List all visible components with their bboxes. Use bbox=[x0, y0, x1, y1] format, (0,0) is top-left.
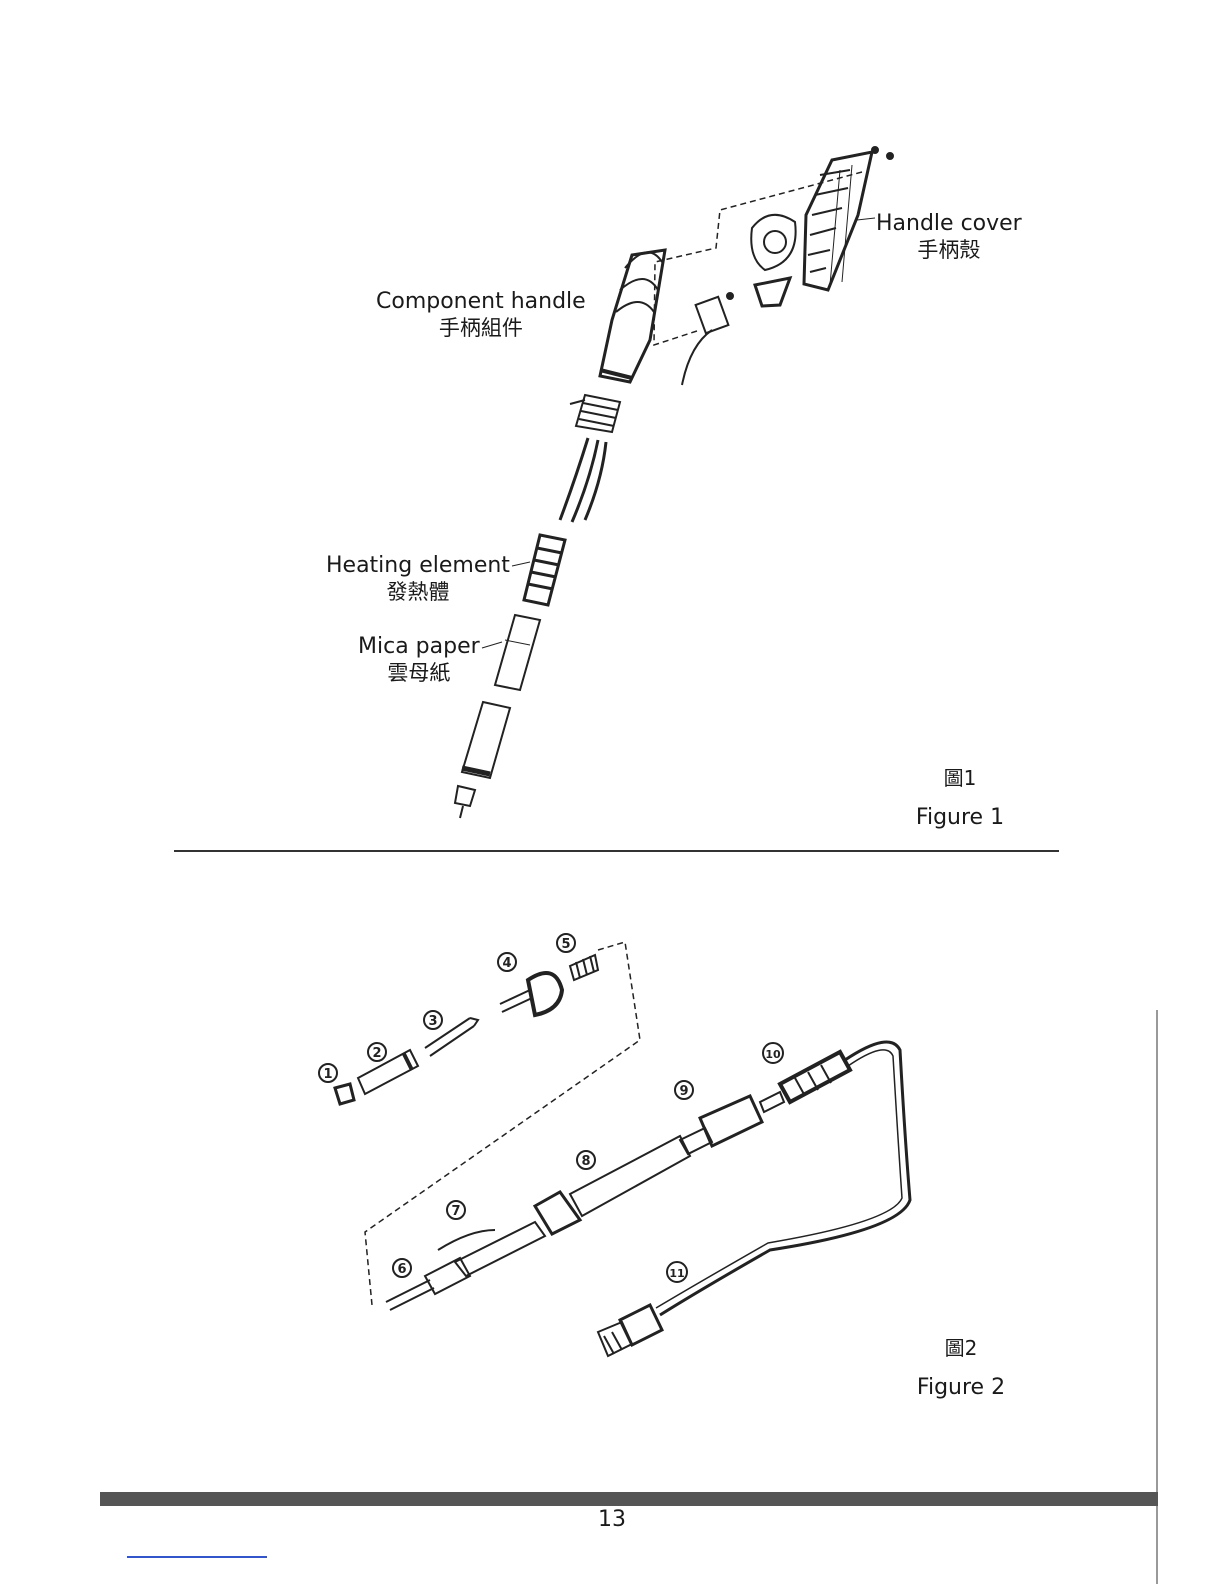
svg-text:2: 2 bbox=[372, 1046, 381, 1061]
tube-and-tip-drawing bbox=[455, 702, 510, 818]
connector-drawing bbox=[598, 1305, 662, 1356]
svg-text:7: 7 bbox=[451, 1204, 460, 1219]
figure-2-caption-zh: 圖2 bbox=[906, 1328, 1016, 1368]
svg-text:3: 3 bbox=[428, 1014, 437, 1029]
threaded-nut-drawing bbox=[570, 395, 620, 432]
callout-9: 9 bbox=[675, 1081, 693, 1099]
label-mica-paper-en: Mica paper bbox=[358, 634, 480, 659]
svg-text:1: 1 bbox=[323, 1067, 332, 1082]
wires-drawing bbox=[560, 438, 606, 522]
mica-paper-drawing bbox=[495, 615, 540, 690]
callout-8: 8 bbox=[577, 1151, 595, 1169]
svg-text:8: 8 bbox=[581, 1154, 590, 1169]
figure-2-caption-en: Figure 2 bbox=[917, 1375, 1005, 1400]
svg-text:6: 6 bbox=[397, 1262, 406, 1277]
label-heating-element: Heating element 發熱體 bbox=[326, 553, 510, 605]
label-heating-element-en: Heating element bbox=[326, 553, 510, 578]
figure-1-caption: 圖1 Figure 1 bbox=[905, 758, 1015, 838]
knob-part-drawing bbox=[500, 973, 562, 1015]
heating-element-drawing bbox=[524, 535, 565, 605]
callout-10: 10 bbox=[763, 1043, 783, 1063]
label-handle-cover-en: Handle cover bbox=[876, 211, 1022, 236]
soldering-iron-drawing bbox=[386, 1052, 850, 1310]
callout-11: 11 bbox=[667, 1262, 687, 1282]
label-heating-element-zh: 發熱體 bbox=[326, 579, 510, 605]
assembly-guide-line-2 bbox=[365, 942, 640, 1305]
svg-text:9: 9 bbox=[679, 1084, 688, 1099]
figure-1-caption-zh: 圖1 bbox=[905, 758, 1015, 798]
callout-1: 1 bbox=[319, 1064, 337, 1082]
callout-6: 6 bbox=[393, 1259, 411, 1277]
label-handle-cover-zh: 手柄殼 bbox=[876, 237, 1022, 263]
callout-4: 4 bbox=[498, 953, 516, 971]
svg-text:4: 4 bbox=[502, 956, 511, 971]
callout-2: 2 bbox=[368, 1043, 386, 1061]
label-mica-paper-zh: 雲母紙 bbox=[358, 660, 480, 686]
section-divider bbox=[174, 850, 1059, 852]
svg-text:5: 5 bbox=[561, 937, 570, 952]
callout-3: 3 bbox=[424, 1011, 442, 1029]
assembly-guide-line bbox=[654, 172, 862, 345]
nut-part-drawing bbox=[335, 1084, 354, 1104]
callout-5: 5 bbox=[557, 934, 575, 952]
footer-link-underline bbox=[127, 1556, 267, 1558]
tip-part-drawing bbox=[358, 1050, 418, 1094]
label-component-handle-zh: 手柄組件 bbox=[376, 315, 586, 341]
small-parts-drawing bbox=[682, 215, 796, 385]
label-mica-paper: Mica paper 雲母紙 bbox=[358, 634, 480, 686]
footer-bar bbox=[100, 1492, 1158, 1506]
figure-2-caption: 圖2 Figure 2 bbox=[906, 1328, 1016, 1408]
label-handle-cover: Handle cover 手柄殼 bbox=[876, 211, 1022, 263]
svg-text:10: 10 bbox=[765, 1048, 781, 1061]
callout-7: 7 bbox=[447, 1201, 465, 1219]
page-number: 13 bbox=[0, 1506, 1224, 1534]
figure-1-caption-en: Figure 1 bbox=[916, 805, 1004, 830]
label-component-handle: Component handle 手柄組件 bbox=[376, 289, 586, 341]
label-component-handle-en: Component handle bbox=[376, 289, 586, 314]
spring-part-drawing bbox=[570, 955, 598, 980]
svg-text:11: 11 bbox=[669, 1267, 684, 1280]
